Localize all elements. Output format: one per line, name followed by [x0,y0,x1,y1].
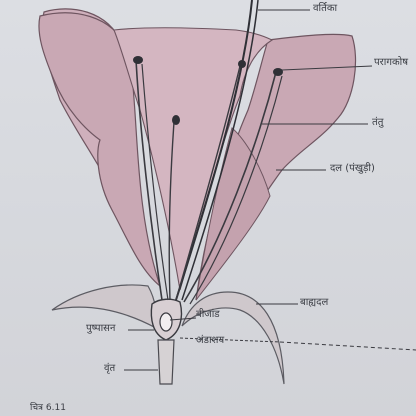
label-anther: परागकोष [374,57,409,68]
filament-2 [141,63,169,301]
label-ovule: बीजांड [196,309,220,320]
ovule-shape [159,312,173,332]
label-ovary: अंडाशय [196,335,225,346]
anther-4 [273,68,283,76]
anther-3 [238,60,246,68]
leader-ovary [179,337,281,343]
style-line-2 [181,0,259,301]
anther-2 [172,115,180,125]
leader-anther [281,65,373,71]
label-stigma: वर्तिका [313,3,338,14]
pedicel-shape [157,339,175,385]
filament-5 [183,71,277,303]
label-sepal: बाह्यदल [300,297,329,308]
filament-1 [135,59,163,301]
figure-caption: चित्र 6.11 [30,403,66,413]
filament-4 [175,65,241,301]
label-receptacle: पुष्पासन [86,323,116,334]
sepal-left [51,284,158,329]
style-line [175,0,253,301]
filament-6 [189,75,283,305]
leader-ovary-ext [279,341,416,351]
anther-1 [133,56,143,64]
sepal-right [181,291,285,385]
petal-right-lower [195,127,271,301]
filament-3 [168,121,175,301]
leader-ovule [169,317,197,321]
label-filament: तंतु [372,117,384,128]
label-pedicel: वृंत [104,363,116,374]
label-petal: दल (पंखुड़ी) [330,163,375,174]
